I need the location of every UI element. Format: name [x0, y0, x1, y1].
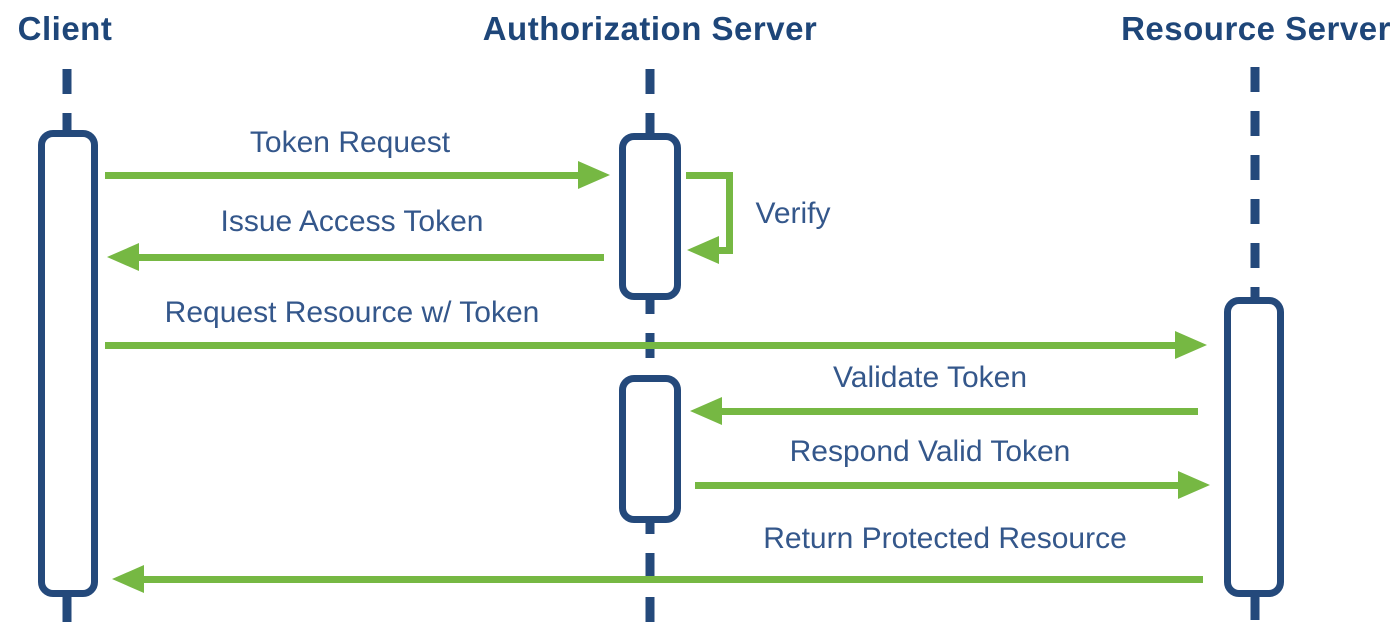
message-label: Validate Token	[832, 361, 1028, 394]
message-label: Issue Access Token	[220, 205, 484, 238]
self-loop-bottom-segment	[718, 247, 733, 254]
self-loop-right-segment	[726, 172, 733, 254]
arrowhead-left-icon	[687, 236, 719, 264]
message-label: Return Protected Resource	[763, 522, 1127, 555]
activation-resource-server	[1224, 297, 1284, 597]
actor-label-resource-server: Resource Server	[1121, 10, 1391, 47]
arrow-line	[105, 172, 578, 179]
arrowhead-right-icon	[578, 161, 610, 189]
arrow-line	[139, 254, 604, 261]
arrowhead-left-icon	[107, 243, 139, 271]
message-label: Verify	[755, 197, 831, 230]
self-loop-top-segment	[686, 172, 733, 179]
arrowhead-right-icon	[1178, 471, 1210, 499]
arrow-line	[695, 482, 1178, 489]
lifeline-authorization-server	[645, 69, 655, 632]
arrow-line	[105, 342, 1175, 349]
activation-authorization-server-2	[619, 375, 681, 523]
activation-client	[38, 130, 98, 597]
message-label: Request Resource w/ Token	[164, 296, 540, 329]
arrowhead-right-icon	[1175, 331, 1207, 359]
arrowhead-left-icon	[112, 565, 144, 593]
arrow-line	[722, 408, 1198, 415]
arrowhead-left-icon	[690, 397, 722, 425]
message-label: Token Request	[249, 126, 451, 159]
activation-authorization-server-1	[619, 133, 681, 300]
actor-label-client: Client	[17, 10, 113, 47]
message-label: Respond Valid Token	[789, 435, 1071, 468]
actor-label-authorization-server: Authorization Server	[482, 10, 818, 47]
arrow-line	[144, 576, 1203, 583]
